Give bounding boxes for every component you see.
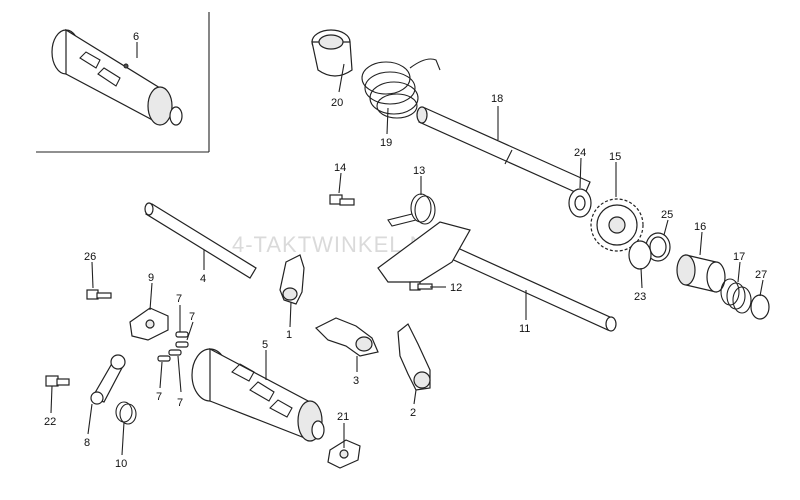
part-11-shift-arm-shaft	[377, 221, 617, 332]
part-27-circlip	[750, 294, 770, 320]
callout-2: 2	[410, 407, 416, 419]
callout-4: 4	[200, 273, 206, 285]
part-24-washer	[568, 188, 592, 218]
callout-15: 15	[609, 151, 621, 163]
callout-12: 12	[450, 282, 462, 294]
part-13-return-spring	[387, 193, 436, 227]
part-4-fork-shaft	[144, 202, 257, 279]
part-14-bolt	[329, 194, 355, 206]
part-8-stopper-arm	[90, 354, 126, 405]
callout-8: 8	[84, 437, 90, 449]
callout-24: 24	[574, 147, 586, 159]
part-5-shift-drum	[191, 348, 325, 442]
callout-3: 3	[353, 375, 359, 387]
callout-19: 19	[380, 137, 392, 149]
callout-7d: 7	[177, 397, 183, 409]
part-16-collar	[676, 254, 726, 293]
part-25-circlip	[645, 232, 671, 262]
callout-16: 16	[694, 221, 706, 233]
callout-21: 21	[337, 411, 349, 423]
leader-lines	[50, 42, 764, 456]
part-21-stopper-plate	[327, 439, 361, 469]
callout-11: 11	[519, 323, 530, 335]
inset-frame	[36, 12, 210, 153]
callout-5: 5	[262, 339, 268, 351]
callout-18: 18	[491, 93, 503, 105]
part-17-spring	[720, 278, 752, 314]
part-10-spring	[115, 401, 137, 425]
callout-7b: 7	[189, 311, 195, 323]
callout-13: 13	[413, 165, 425, 177]
part-19-spring	[361, 58, 441, 119]
callout-14: 14	[334, 162, 346, 174]
callout-10: 10	[115, 458, 127, 470]
callout-27: 27	[755, 269, 767, 281]
callout-9: 9	[148, 272, 154, 284]
part-18-shift-spindle	[416, 106, 591, 197]
callout-7a: 7	[176, 293, 182, 305]
callout-23: 23	[634, 291, 646, 303]
callout-20: 20	[331, 97, 343, 109]
part-20-sleeve	[311, 29, 353, 77]
callout-1: 1	[286, 329, 292, 341]
callout-labels: 6 20 19 18 24 15 14 13 25 16 17 27 23 26…	[44, 31, 767, 470]
callout-7c: 7	[156, 391, 162, 403]
part-1-shift-fork	[279, 254, 305, 305]
callout-25: 25	[661, 209, 673, 221]
part-12-bolt	[409, 281, 433, 291]
callout-17: 17	[733, 251, 745, 263]
part-9-stopper-plate	[129, 307, 169, 341]
part-2-shift-fork	[397, 323, 431, 391]
callout-6: 6	[133, 31, 139, 43]
part-7-pins	[157, 331, 189, 362]
callout-26: 26	[84, 251, 96, 263]
part-15-gear	[590, 198, 644, 252]
part-22-bolt	[45, 375, 70, 387]
part-23-washer	[628, 240, 652, 270]
part-3-shift-fork	[314, 317, 379, 357]
callout-22: 22	[44, 416, 56, 428]
part-6-shift-drum-inset	[51, 28, 183, 126]
part-26-bolt	[86, 289, 112, 300]
